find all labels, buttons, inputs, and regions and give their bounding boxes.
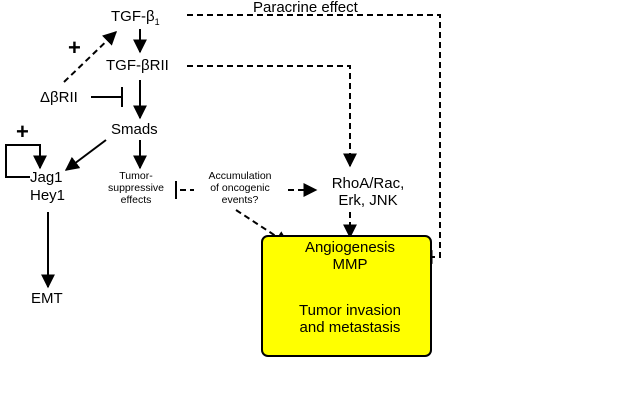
delta-beta-rii-label: ΔβRII xyxy=(40,89,78,106)
tgf-beta1-subscript: 1 xyxy=(154,17,160,27)
smads-label: Smads xyxy=(111,121,158,138)
rhoa-rac-label: RhoA/Rac, Erk, JNK xyxy=(318,175,418,210)
tumor-outcome-box xyxy=(261,235,432,357)
accumulation-oncogenic-events-label: Accumulation of oncogenic events? xyxy=(208,170,272,207)
paracrine-effect-label: Paracrine effect xyxy=(253,0,358,16)
mmp-text: MMP xyxy=(332,255,368,273)
tumor-suppressive-effects-label: Tumor- suppressive effects xyxy=(107,170,165,207)
arrow-dbrii-to-tgfb1 xyxy=(63,31,118,83)
tumor-invasion-metastasis-label: Tumor invasion and metastasis xyxy=(278,302,422,337)
arrow-jag1-feedback-loop xyxy=(5,144,47,178)
jag1-label: Jag1 xyxy=(30,169,63,186)
metastasis-text: and metastasis xyxy=(299,319,401,337)
arrow-tgfbrii-to-rhoa xyxy=(187,65,357,168)
angiogenesis-mmp-label: Angiogenesis MMP xyxy=(286,239,414,273)
tgf-beta-rii-label: TGF-βRII xyxy=(106,57,169,74)
rhoa-line2: Erk, JNK xyxy=(338,192,398,210)
arrow-smads-to-jag1 xyxy=(64,139,107,171)
angiogenesis-text: Angiogenesis xyxy=(304,239,396,256)
tumor-invasion-text: Tumor invasion xyxy=(299,302,401,319)
tgf-beta1-label: TGF-β1 xyxy=(111,9,160,27)
plus-sign-top: + xyxy=(68,35,81,60)
hey1-label: Hey1 xyxy=(30,187,66,204)
plus-sign-left: + xyxy=(16,119,29,144)
emt-label: EMT xyxy=(31,290,63,307)
arrow-paracrine-effect xyxy=(187,14,441,264)
tgf-beta1-text: TGF-β xyxy=(111,8,155,25)
rhoa-line1: RhoA/Rac, xyxy=(331,175,405,192)
